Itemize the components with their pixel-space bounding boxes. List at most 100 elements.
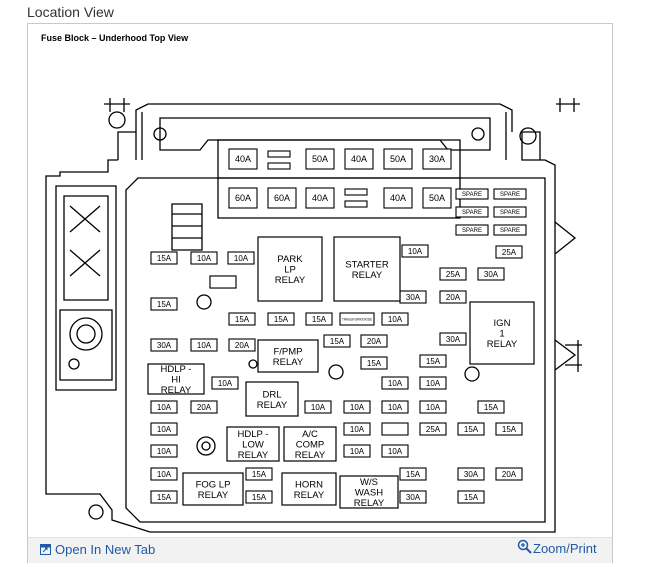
fuse-label: 10A: [197, 254, 212, 263]
fuse-label: 20A: [367, 337, 382, 346]
fuse-slot: [267, 150, 291, 158]
fuse-slot-outline: [267, 187, 297, 209]
fuse-slot: SPARE: [493, 188, 527, 200]
fuse-slot: 50A: [383, 148, 413, 170]
fuse-slot-outline: [227, 251, 255, 265]
fuse-label: SPARE: [500, 192, 520, 198]
fuse-slot: 60A: [228, 187, 258, 209]
relay-label: 1: [499, 329, 504, 340]
fuse-slot-outline: [457, 490, 485, 504]
fuse-slot-outline: [209, 275, 237, 289]
fuse-slot: 20A: [190, 400, 218, 414]
open-in-new-tab-link[interactable]: Open In New Tab: [40, 542, 155, 557]
fuse-label: 10A: [234, 254, 249, 263]
fuse-label: 10A: [408, 247, 423, 256]
fuse-slot-outline: [439, 332, 467, 346]
fuse-slot: 10A: [150, 467, 178, 481]
relay-outline: [257, 339, 319, 373]
fuse-slot-outline: [401, 244, 429, 258]
fuse-label: 10A: [157, 470, 172, 479]
fuse-slot: 10A: [190, 251, 218, 265]
fuse-slot-outline: [381, 422, 409, 436]
relay-label: LP: [284, 265, 296, 276]
fuse-slot: 15A: [360, 356, 388, 370]
fuse-slot-outline: [211, 376, 239, 390]
fuse-label: SPARE: [462, 210, 482, 216]
fuse-slot-outline: [477, 400, 505, 414]
relay-label: RELAY: [238, 450, 269, 461]
fuse-slot-outline: [150, 490, 178, 504]
fuse-slot: 10A: [381, 312, 409, 326]
fuse-slot: SPARE: [493, 224, 527, 236]
relay-label: HDLP -: [161, 364, 192, 375]
fuse-slot-outline: [455, 188, 489, 200]
relay-label: STARTER: [345, 259, 389, 270]
fuse-slot-outline: [493, 206, 527, 218]
fuse-slot: 50A: [422, 187, 452, 209]
fuse-label: 10A: [157, 447, 172, 456]
fuse-label: 30A: [484, 270, 499, 279]
fuse-label: SPARE: [500, 228, 520, 234]
fuse-label: 10A: [157, 425, 172, 434]
fuse-slot-outline: [304, 400, 332, 414]
fuse-label: 15A: [330, 337, 345, 346]
fuse-label: 10A: [388, 403, 403, 412]
fuse-label: 10A: [311, 403, 326, 412]
fuse-slot: [344, 188, 368, 196]
zoom-print-link[interactable]: Zoom/Print: [517, 539, 597, 556]
fuse-label: 15A: [484, 403, 499, 412]
fuse-slot-outline: [493, 224, 527, 236]
fuse-label: 10A: [350, 403, 365, 412]
fuse-slot-outline: [383, 187, 413, 209]
fuse-slot-outline: [343, 444, 371, 458]
relay-label: HDLP -: [238, 429, 269, 440]
fuse-label: 15A: [502, 425, 517, 434]
fuse-slot-outline: [323, 334, 351, 348]
fuse-slot-outline: [228, 338, 256, 352]
relay-label: RELAY: [354, 498, 385, 509]
fuse-slot-outline: [339, 312, 375, 326]
relay-label: F/PMP: [273, 346, 302, 357]
relay-outline: [147, 363, 205, 395]
fuse-slot: 15A: [150, 297, 178, 311]
fuse-slot-outline: [455, 206, 489, 218]
fuse-label: 40A: [312, 193, 328, 203]
relay-outline: [339, 475, 399, 509]
fuse-slot-outline: [344, 200, 368, 208]
fuse-label: SPARE: [462, 228, 482, 234]
fuse-slot-outline: [190, 338, 218, 352]
fuse-slot: 10A: [150, 422, 178, 436]
fuse-slot-outline: [419, 400, 447, 414]
fuse-slot: 20A: [495, 467, 523, 481]
fuse-slot: 25A: [495, 245, 523, 259]
fuse-slot-outline: [419, 376, 447, 390]
fuse-slot: [209, 275, 237, 289]
fuse-label: 20A: [502, 470, 517, 479]
relay-outline: [333, 236, 401, 302]
fuse-slot-outline: [493, 188, 527, 200]
fuse-slot-outline: [455, 224, 489, 236]
fuse-slot: 20A: [228, 338, 256, 352]
relay-label: RELAY: [273, 357, 304, 368]
open-in-new-tab-icon: [40, 544, 51, 555]
fuse-slot: 10A: [381, 444, 409, 458]
fuse-slot: 10A: [381, 400, 409, 414]
fuse-slot: 10A: [381, 376, 409, 390]
fuse-label: 10A: [388, 315, 403, 324]
relay-outline: [283, 426, 337, 462]
fuse-slot: 15A: [150, 490, 178, 504]
fuse-slot: [267, 162, 291, 170]
fuse-label: 15A: [252, 493, 267, 502]
fuse-slot: 30A: [439, 332, 467, 346]
relay-label: COMP: [296, 440, 325, 451]
fuse-label: 15A: [252, 470, 267, 479]
fuse-slot: SPARE: [455, 224, 489, 236]
fuse-slot: 40A: [344, 148, 374, 170]
fuse-slot-outline: [477, 267, 505, 281]
fuse-slot-outline: [150, 444, 178, 458]
